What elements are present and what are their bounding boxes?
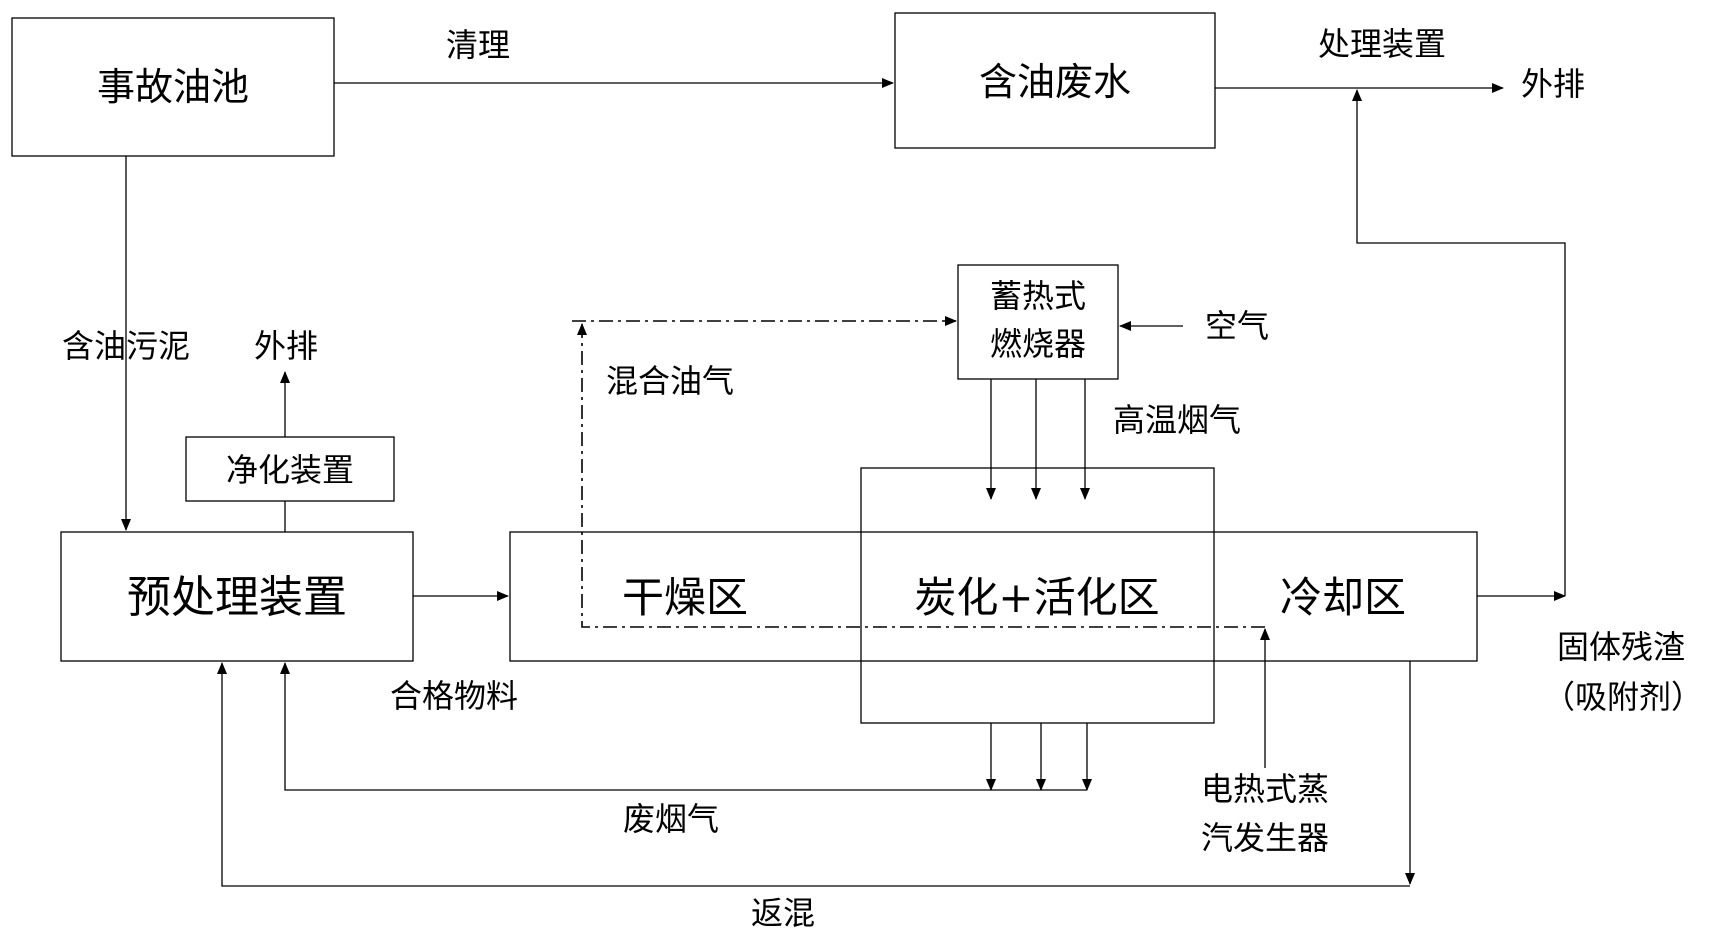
regenerative-burner-box (957, 264, 1119, 380)
steam-generator-label-line1: 电热式蒸 (1201, 770, 1329, 808)
carbonization-activation-zone-label: 炭化+活化区 (914, 573, 1159, 622)
adsorbent-to-treatment-arrow (1352, 89, 1566, 596)
pretreatment-device-box (60, 531, 414, 662)
oily-wastewater-label: 含油废水 (979, 60, 1131, 104)
high-temp-flue-gas-label: 高温烟气 (1113, 401, 1241, 439)
accident-oil-pool-box (11, 17, 335, 157)
solid-residue-label: 固体残渣 (1557, 628, 1685, 666)
clean-label: 清理 (446, 26, 510, 64)
purification-device-label: 净化装置 (226, 451, 354, 489)
pretreatment-device-label: 预处理装置 (127, 572, 347, 623)
treatment-device-label: 处理装置 (1318, 25, 1446, 63)
regenerative-burner-label-line2: 燃烧器 (990, 325, 1086, 363)
discharge-top-label: 外排 (1521, 65, 1585, 103)
oily-sludge-label: 含油污泥 (62, 327, 190, 365)
adsorbent-label: （吸附剂） (1543, 678, 1703, 716)
air-label: 空气 (1205, 307, 1269, 345)
drying-zone-label: 干燥区 (622, 573, 748, 622)
back-mix-return-arrow (217, 662, 1410, 887)
purification-device-box (185, 436, 395, 502)
regenerative-burner-label-line1: 蓄热式 (990, 277, 1086, 315)
discharge-left-label: 外排 (254, 327, 318, 365)
waste-flue-gas-label: 废烟气 (623, 800, 719, 838)
accident-oil-pool-label: 事故油池 (97, 65, 249, 109)
mixed-oil-gas-return-line (577, 323, 1265, 628)
cooling-zone-label: 冷却区 (1280, 573, 1406, 622)
steam-generator-label-line2: 汽发生器 (1201, 819, 1329, 857)
qualified-material-label: 合格物料 (390, 677, 518, 715)
rotary-kiln-box (509, 531, 1478, 662)
waste-flue-gas-return-arrow (280, 662, 1087, 791)
oily-wastewater-box (894, 12, 1216, 149)
carbonization-activation-zone-box (860, 467, 1215, 724)
mixed-oil-gas-label: 混合油气 (606, 362, 734, 400)
back-mix-label: 返混 (751, 894, 815, 932)
